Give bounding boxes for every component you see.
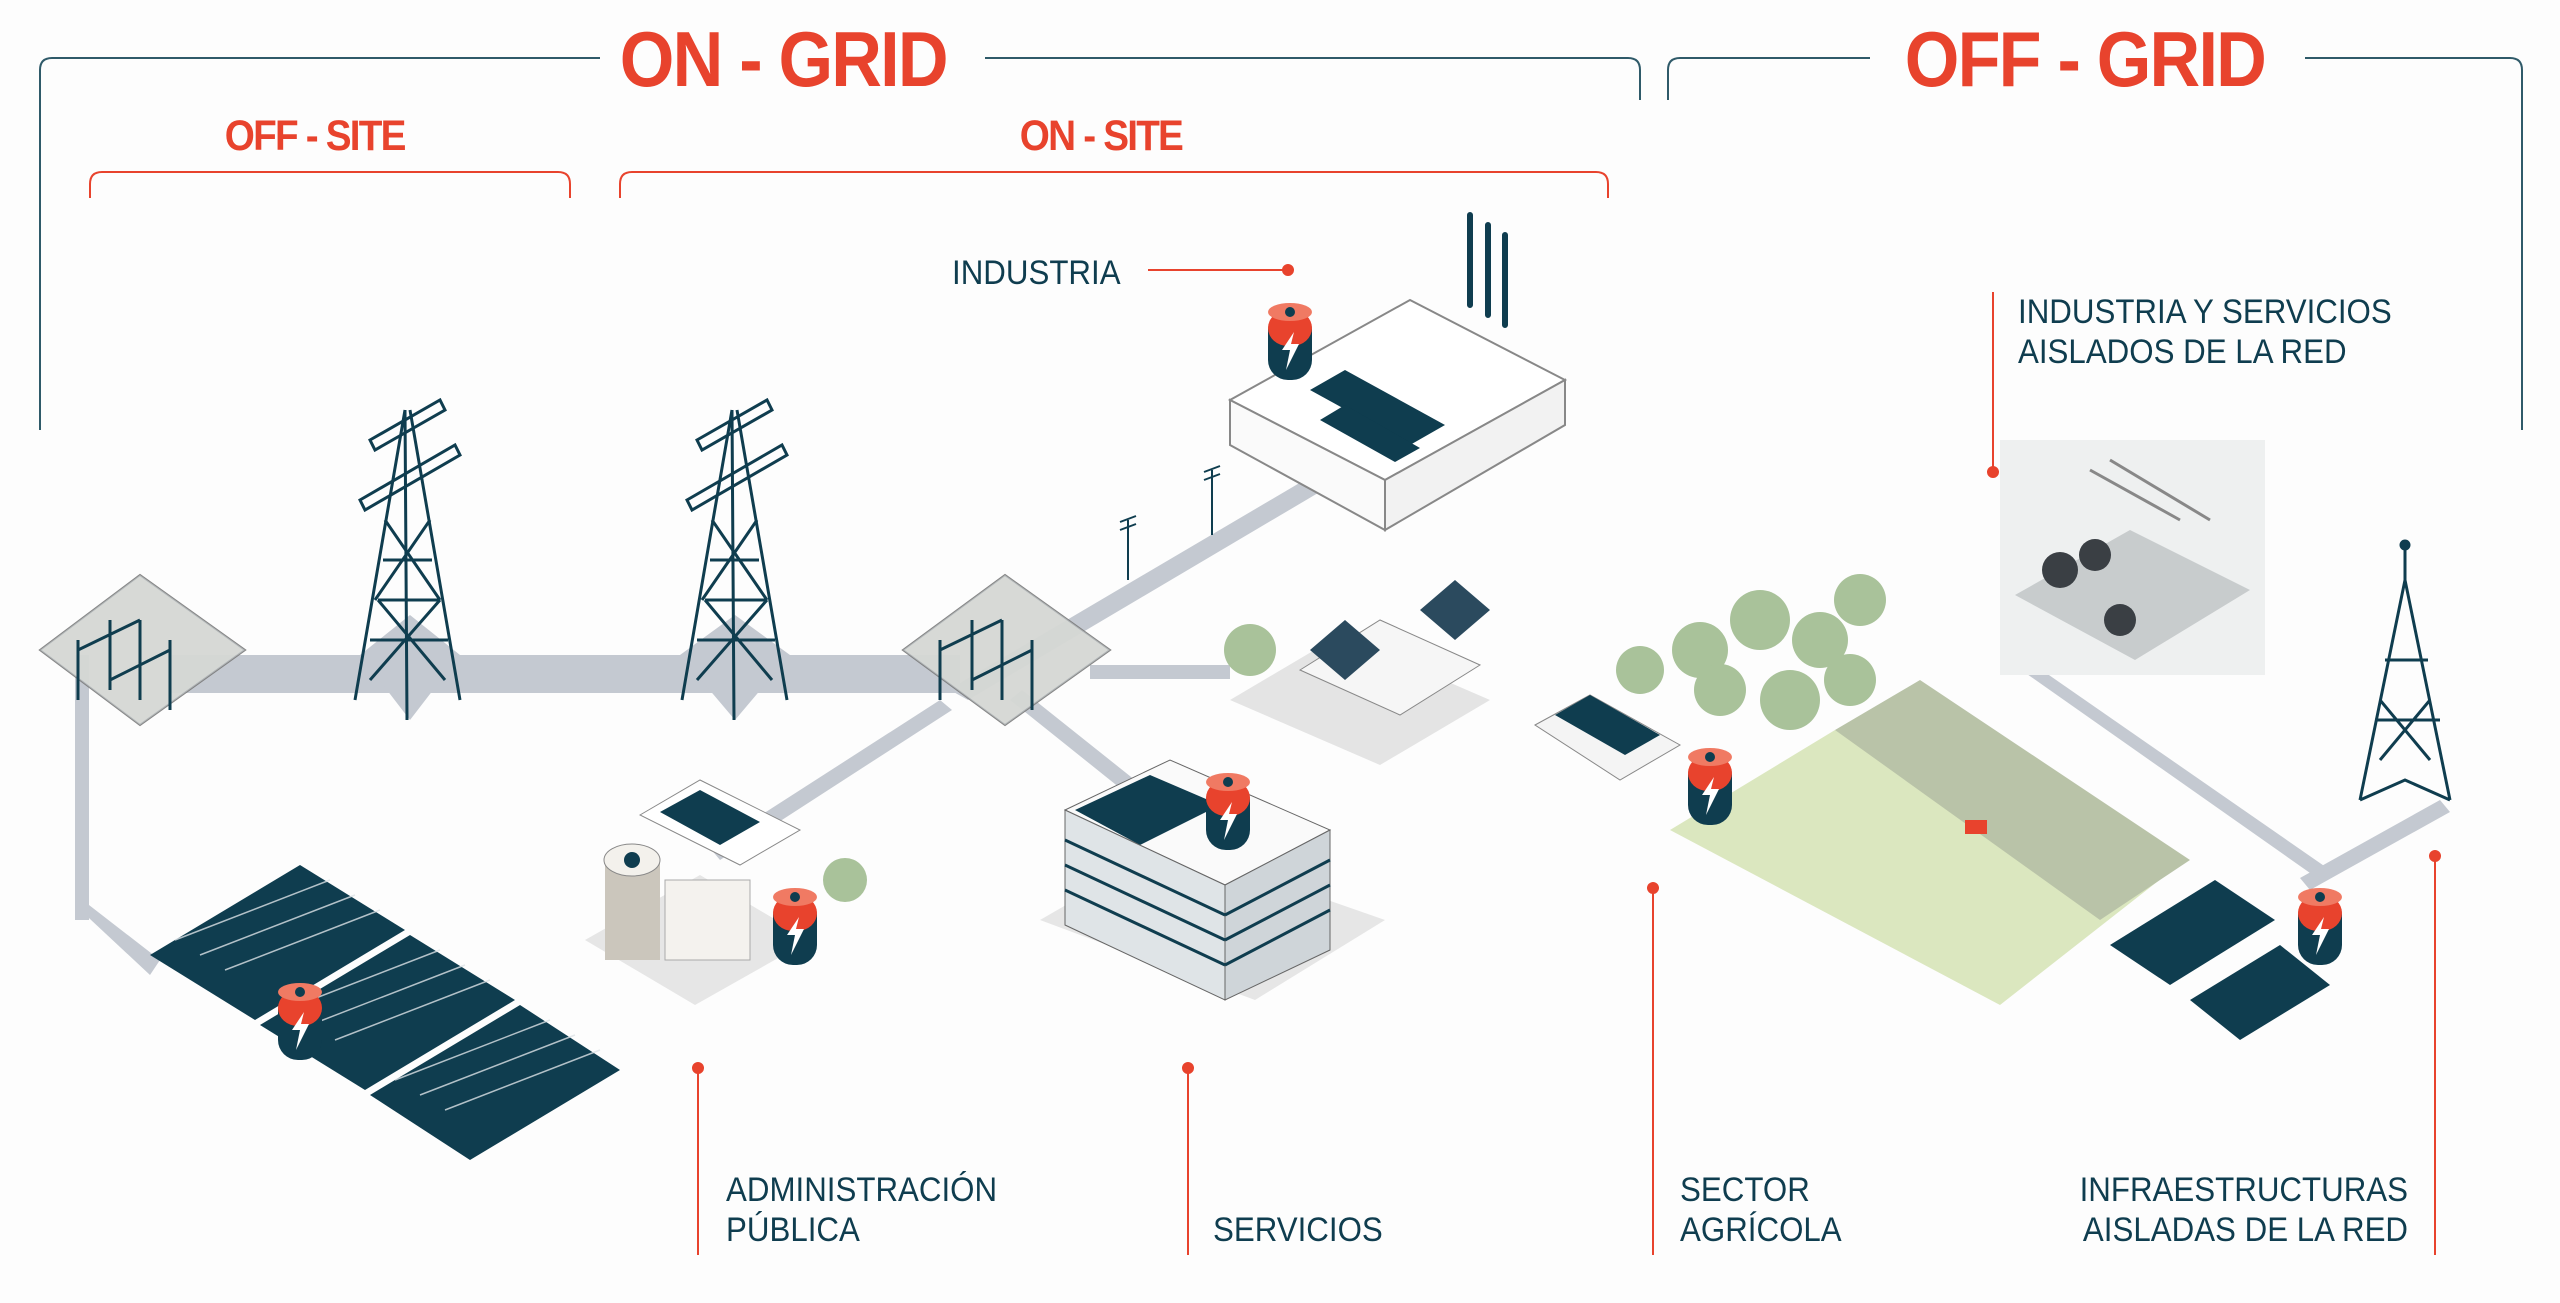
agricultural-field [1534,574,2190,1005]
battery-icon [773,888,817,965]
telecom-tower [2358,539,2452,802]
battery-icon [2298,888,2342,965]
battery-icon [1206,773,1250,850]
label-administracion-publica: ADMINISTRACIÓN PÚBLICA [726,1170,997,1250]
label-line: INFRAESTRUCTURAS [2079,1171,2408,1209]
solar-farm [150,865,620,1160]
transmission-tower [353,397,462,721]
callout-lines [692,264,2441,1255]
label-line: ADMINISTRACIÓN [726,1171,998,1209]
battery-icon [278,983,322,1060]
label-line: INDUSTRIA Y SERVICIOS [2018,293,2392,331]
substation-onsite [901,573,1112,727]
off-site-title: OFF - SITE [224,112,407,160]
label-servicios: SERVICIOS [1213,1211,1383,1249]
on-grid-bracket [39,57,1641,430]
on-grid-title: ON - GRID [600,14,967,105]
label-sector-agricola: SECTOR AGRÍCOLA [1680,1170,1842,1250]
off-grid-title: OFF - GRID [1885,14,2285,105]
power-poles [1119,465,1221,580]
label-line: AGRÍCOLA [1680,1211,1842,1249]
label-line: PÚBLICA [726,1211,860,1249]
label-industria: INDUSTRIA [952,254,1121,292]
label-infraestructuras-aisladas: INFRAESTRUCTURAS AISLADAS DE LA RED [2080,1170,2408,1250]
off-grid-bracket [1667,57,2523,430]
label-line: SECTOR [1680,1171,1810,1209]
label-line: AISLADAS DE LA RED [2082,1211,2408,1249]
battery-icon [1268,303,1312,380]
isolated-industry-plant [2000,440,2265,675]
offgrid-solar-panels [2110,880,2330,1040]
on-site-title: ON - SITE [1019,112,1184,160]
office-building [1040,759,1385,1001]
substation-offsite [38,573,247,727]
battery-icon [1688,748,1732,825]
on-site-bracket [619,171,1609,198]
label-industria-servicios-aislados: INDUSTRIA Y SERVICIOS AISLADOS DE LA RED [2018,292,2392,372]
public-administration-building [585,779,867,1005]
industry-building [1227,212,1568,532]
batteries [278,303,2342,1060]
services-houses [1224,580,1490,765]
label-line: AISLADOS DE LA RED [2018,333,2347,371]
transmission-tower [680,397,789,721]
off-site-bracket [89,171,571,198]
